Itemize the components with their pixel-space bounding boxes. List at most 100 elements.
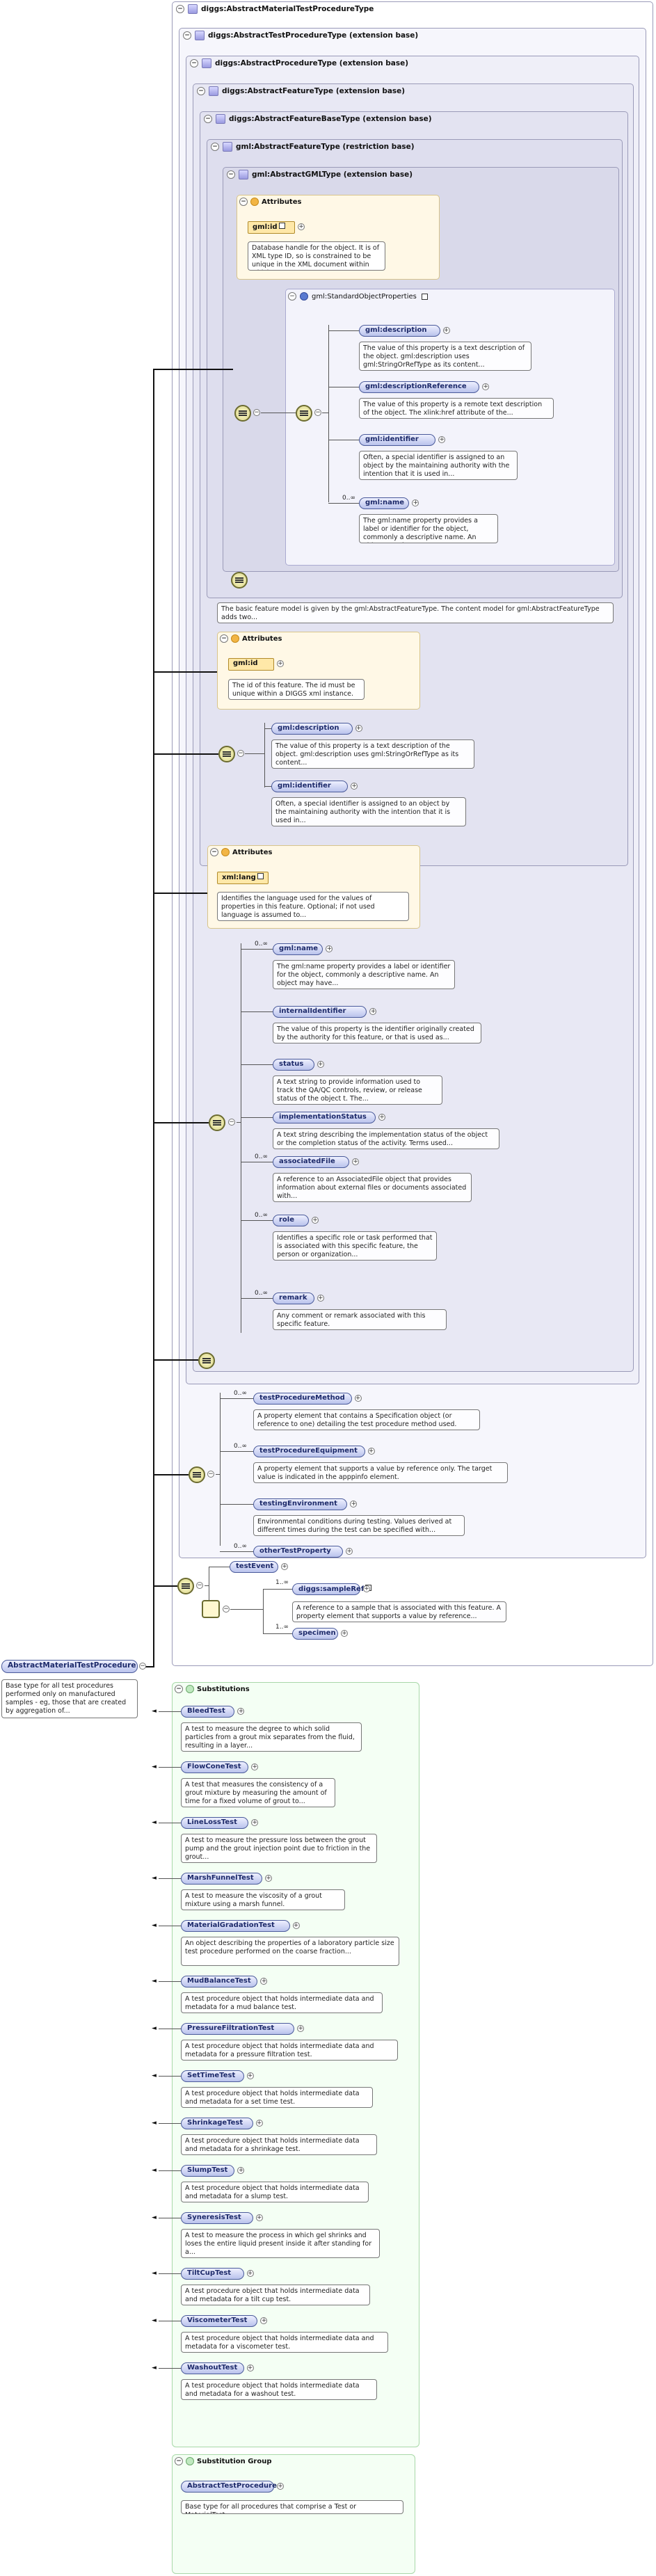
type-header-feature[interactable]: − diggs:AbstractFeatureType (extension b… — [197, 86, 405, 96]
expand-toggle-icon[interactable]: + — [363, 1585, 370, 1592]
element-othertestproperty[interactable]: otherTestProperty — [253, 1546, 344, 1558]
expand-toggle-icon[interactable]: + — [237, 1707, 245, 1715]
expand-toggle-icon[interactable]: + — [367, 1447, 375, 1455]
collapse-toggle-icon[interactable]: − — [228, 1118, 235, 1126]
expand-toggle-icon[interactable]: + — [292, 1921, 300, 1929]
expand-toggle-icon[interactable]: + — [438, 435, 446, 443]
specimen-element[interactable]: specimen — [292, 1628, 338, 1640]
element-gml-name[interactable]: gml:name — [359, 497, 410, 509]
expand-toggle-icon[interactable]: + — [317, 1060, 324, 1068]
substitution-viscometertest[interactable]: ViscometerTest — [181, 2315, 258, 2327]
expand-toggle-icon[interactable]: + — [265, 1874, 272, 1882]
expand-toggle-icon[interactable]: + — [351, 782, 358, 790]
expand-toggle-icon[interactable]: + — [412, 499, 419, 506]
element-gml-identifier[interactable]: gml:identifier — [359, 434, 436, 446]
substitution-pressurefiltrationtest[interactable]: PressureFiltrationTest — [181, 2023, 295, 2035]
collapse-toggle-icon[interactable]: − — [288, 292, 296, 301]
collapse-toggle-icon[interactable]: − — [175, 1685, 183, 1693]
gml-id-attribute[interactable]: gml:id — [228, 658, 274, 671]
expand-toggle-icon[interactable]: + — [246, 2072, 254, 2079]
expand-toggle-icon[interactable]: + — [317, 1294, 324, 1302]
test-event-element[interactable]: testEvent — [230, 1561, 278, 1573]
expand-toggle-icon[interactable]: + — [281, 1562, 288, 1570]
sequence-compositor-icon[interactable] — [234, 405, 251, 422]
collapse-toggle-icon[interactable]: − — [253, 408, 260, 416]
expand-toggle-icon[interactable]: + — [277, 659, 284, 667]
element-implementationstatus[interactable]: implementationStatus — [273, 1112, 376, 1123]
substitution-flowconetest[interactable]: FlowConeTest — [181, 1761, 249, 1773]
collapse-toggle-icon[interactable]: − — [175, 2457, 183, 2465]
sequence-compositor-icon[interactable] — [177, 1578, 194, 1594]
gml-id-attribute[interactable]: gml:id — [248, 221, 295, 234]
element-gml-identifier[interactable]: gml:identifier — [271, 781, 349, 792]
sequence-compositor-icon[interactable] — [209, 1114, 225, 1131]
sample-ref-element[interactable]: diggs:sampleRef — [292, 1583, 372, 1595]
substitutions-header[interactable]: − Substitutions — [175, 1685, 250, 1693]
choice-compositor-icon[interactable] — [202, 1600, 220, 1618]
collapse-toggle-icon[interactable]: − — [210, 848, 218, 856]
element-gml-name[interactable]: gml:name — [273, 943, 323, 955]
element-status[interactable]: status — [273, 1059, 314, 1071]
expand-toggle-icon[interactable]: + — [260, 1977, 268, 1985]
collapse-toggle-icon[interactable]: − — [197, 87, 205, 95]
expand-toggle-icon[interactable]: + — [298, 223, 305, 230]
substitution-linelosstest[interactable]: LineLossTest — [181, 1817, 249, 1829]
element-associatedfile[interactable]: associatedFile — [273, 1156, 350, 1168]
collapse-toggle-icon[interactable]: − — [237, 749, 244, 757]
sequence-compositor-icon[interactable] — [198, 1352, 215, 1369]
collapse-toggle-icon[interactable]: − — [239, 198, 248, 206]
expand-toggle-icon[interactable]: + — [255, 2214, 263, 2221]
expand-toggle-icon[interactable]: + — [326, 945, 333, 952]
type-header-material-test-procedure[interactable]: − diggs:AbstractMaterialTestProcedureTyp… — [176, 4, 374, 14]
collapse-toggle-icon[interactable]: − — [314, 408, 321, 416]
substitution-marshfunneltest[interactable]: MarshFunnelTest — [181, 1873, 262, 1885]
element-gml-description[interactable]: gml:description — [271, 723, 353, 735]
element-gml-descriptionreference[interactable]: gml:descriptionReference — [359, 381, 480, 393]
substitution-settimetest[interactable]: SetTimeTest — [181, 2070, 244, 2082]
collapse-toggle-icon[interactable]: − — [211, 143, 219, 151]
expand-toggle-icon[interactable]: + — [297, 2024, 305, 2032]
expand-toggle-icon[interactable]: + — [378, 1113, 385, 1121]
element-role[interactable]: role — [273, 1215, 309, 1226]
standard-object-properties-header[interactable]: − gml:StandardObjectProperties — [288, 292, 428, 301]
substitution-syneresistest[interactable]: SyneresisTest — [181, 2212, 253, 2224]
expand-toggle-icon[interactable]: + — [246, 2364, 254, 2371]
collapse-toggle-icon[interactable]: − — [204, 115, 212, 123]
sequence-compositor-icon[interactable] — [296, 405, 312, 422]
expand-toggle-icon[interactable]: + — [277, 2482, 284, 2490]
element-testproceduremethod[interactable]: testProcedureMethod — [253, 1393, 352, 1405]
expand-toggle-icon[interactable]: + — [346, 1547, 353, 1555]
collapse-toggle-icon[interactable]: − — [190, 59, 198, 67]
attributes-header[interactable]: − Attributes — [210, 848, 272, 856]
expand-toggle-icon[interactable]: + — [246, 2269, 254, 2277]
collapse-toggle-icon[interactable]: − — [207, 1470, 214, 1478]
substitution-tiltcuptest[interactable]: TiltCupTest — [181, 2268, 244, 2280]
abstract-material-test-procedure-element[interactable]: AbstractMaterialTestProcedure — [1, 1660, 138, 1673]
element-remark[interactable]: remark — [273, 1293, 314, 1304]
expand-toggle-icon[interactable]: + — [369, 1007, 377, 1015]
substitution-materialgradationtest[interactable]: MaterialGradationTest — [181, 1920, 290, 1932]
substitution-slumptest[interactable]: SlumpTest — [181, 2165, 235, 2177]
expand-toggle-icon[interactable]: + — [354, 1394, 362, 1402]
type-header-feature-base[interactable]: − diggs:AbstractFeatureBaseType (extensi… — [204, 114, 432, 124]
xml-lang-attribute[interactable]: xml:lang — [217, 872, 269, 884]
substitution-mudbalancetest[interactable]: MudBalanceTest — [181, 1976, 258, 1987]
attributes-header[interactable]: − Attributes — [239, 198, 301, 206]
collapse-toggle-icon[interactable]: − — [176, 5, 184, 13]
element-internalidentifier[interactable]: internalIdentifier — [273, 1006, 367, 1018]
collapse-toggle-icon[interactable]: − — [183, 31, 191, 40]
collapse-toggle-icon[interactable]: − — [223, 1605, 230, 1613]
sequence-compositor-icon[interactable] — [231, 572, 248, 589]
expand-toggle-icon[interactable]: + — [255, 2119, 263, 2127]
type-header-procedure[interactable]: − diggs:AbstractProcedureType (extension… — [190, 58, 408, 68]
expand-toggle-icon[interactable]: + — [251, 1818, 259, 1826]
sequence-compositor-icon[interactable] — [189, 1466, 205, 1483]
type-header-gml-feature[interactable]: − gml:AbstractFeatureType (restriction b… — [211, 142, 415, 152]
collapse-toggle-icon[interactable]: − — [220, 634, 228, 643]
expand-toggle-icon[interactable]: + — [341, 1629, 348, 1637]
expand-toggle-icon[interactable]: + — [312, 1216, 319, 1224]
collapse-toggle-icon[interactable]: − — [139, 1662, 146, 1670]
expand-toggle-icon[interactable]: + — [251, 1763, 259, 1770]
substitution-shrinkagetest[interactable]: ShrinkageTest — [181, 2118, 253, 2129]
expand-toggle-icon[interactable]: + — [482, 383, 490, 390]
